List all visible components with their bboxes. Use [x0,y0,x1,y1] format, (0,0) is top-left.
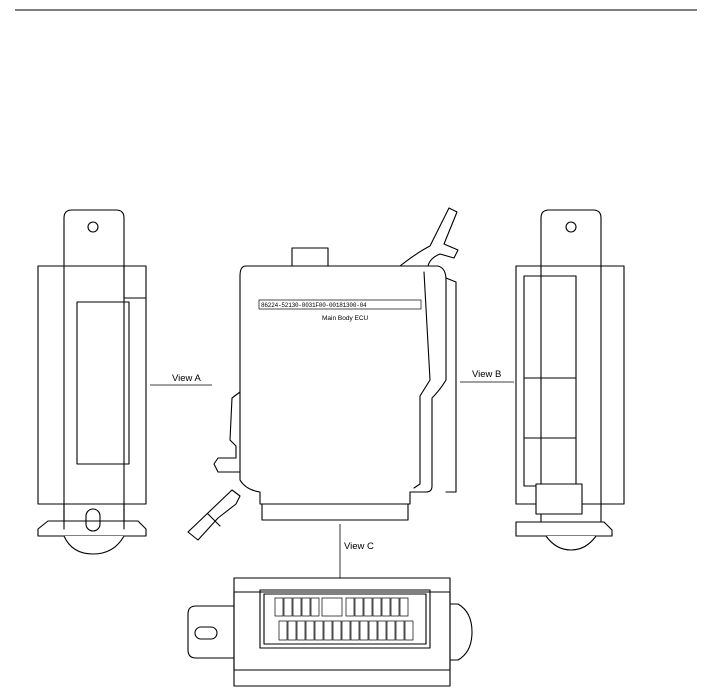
part-label: Main Body ECU [322,315,369,322]
connector-pins-top-row [274,597,409,617]
view-b-illustration [515,209,625,551]
part-number: 86224-52130-0031F00-00181300-04 [261,302,367,309]
view-c-label: View C [344,541,374,552]
view-b-label: View B [472,369,501,380]
view-a-label: View A [172,373,202,384]
main-body-ecu-illustration: 86224-52130-0031F00-00181300-04 Main Bod… [187,207,459,541]
view-c-illustration [187,577,473,687]
connector-pins-bottom-row [278,620,414,641]
view-a-illustration [37,209,147,555]
